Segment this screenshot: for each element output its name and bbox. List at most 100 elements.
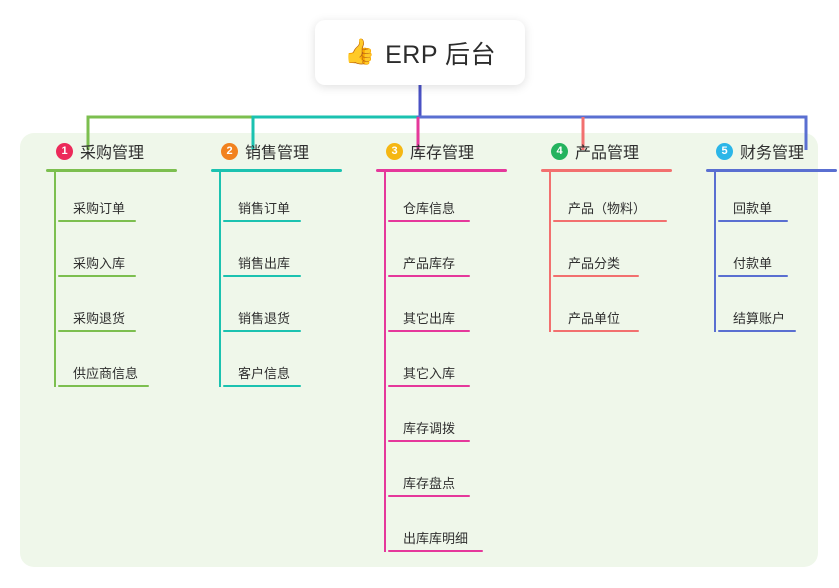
leaf-item-underline [388, 495, 470, 497]
leaf-item-label: 出库库明细 [403, 531, 469, 546]
branch-header-underline [46, 169, 177, 172]
leaf-item[interactable]: 供应商信息 [56, 337, 198, 392]
leaf-item-underline [388, 275, 470, 277]
branch-column-5: 5 财务管理回款单付款单结算账户 [698, 133, 839, 337]
leaf-item[interactable]: 产品分类 [551, 227, 693, 282]
branch-title: 财务管理 [740, 145, 805, 162]
branch-number-badge: 3 [386, 142, 403, 160]
branch-column-2: 2 销售管理销售订单销售出库销售退货客户信息 [203, 133, 363, 392]
branch-header-underline [541, 169, 672, 172]
leaf-item-label: 产品分类 [568, 256, 621, 271]
leaf-item[interactable]: 库存调拨 [386, 392, 528, 447]
branch-header-underline [211, 169, 342, 172]
leaf-item-underline [58, 385, 149, 387]
leaf-item-label: 库存盘点 [403, 476, 456, 491]
leaf-item-underline [223, 385, 301, 387]
leaf-item-label: 仓库信息 [403, 201, 456, 216]
branch-leaf-list: 采购订单采购入库采购退货供应商信息 [54, 172, 198, 392]
leaf-item-underline [223, 330, 301, 332]
leaf-item-label: 产品单位 [568, 311, 621, 326]
branch-spine [384, 172, 386, 552]
thumbs-up-icon: 👍 [343, 38, 376, 66]
leaf-item-label: 其它出库 [403, 311, 456, 326]
leaf-item-label: 销售出库 [238, 256, 291, 271]
leaf-item[interactable]: 销售出库 [221, 227, 363, 282]
leaf-item-label: 产品（物料） [568, 201, 647, 216]
leaf-item[interactable]: 付款单 [716, 227, 839, 282]
leaf-item[interactable]: 采购入库 [56, 227, 198, 282]
leaf-item[interactable]: 回款单 [716, 172, 839, 227]
branch-header-underline [376, 169, 507, 172]
leaf-item[interactable]: 其它出库 [386, 282, 528, 337]
leaf-item[interactable]: 产品库存 [386, 227, 528, 282]
leaf-item-underline [553, 330, 639, 332]
leaf-item[interactable]: 出库库明细 [386, 502, 528, 557]
leaf-item-underline [388, 385, 470, 387]
branch-leaf-list: 销售订单销售出库销售退货客户信息 [219, 172, 363, 392]
branch-number-badge: 1 [56, 142, 73, 160]
leaf-item[interactable]: 产品单位 [551, 282, 693, 337]
leaf-item-underline [58, 330, 136, 332]
branch-number-badge: 5 [716, 142, 733, 160]
leaf-item[interactable]: 客户信息 [221, 337, 363, 392]
branch-header-1[interactable]: 1 采购管理 [38, 133, 198, 169]
leaf-item-label: 采购订单 [73, 201, 126, 216]
leaf-item-label: 付款单 [733, 256, 773, 271]
branch-leaf-list: 仓库信息产品库存其它出库其它入库库存调拨库存盘点出库库明细 [384, 172, 528, 557]
branch-header-4[interactable]: 4 产品管理 [533, 133, 693, 169]
leaf-item-underline [58, 220, 136, 222]
leaf-item[interactable]: 库存盘点 [386, 447, 528, 502]
branch-number-badge: 4 [551, 142, 568, 160]
diagram-background-panel [20, 133, 818, 567]
leaf-item-underline [388, 330, 470, 332]
leaf-item-underline [388, 220, 470, 222]
leaf-item[interactable]: 销售退货 [221, 282, 363, 337]
branch-header-3[interactable]: 3 库存管理 [368, 133, 528, 169]
branch-leaf-list: 回款单付款单结算账户 [714, 172, 839, 337]
leaf-item[interactable]: 结算账户 [716, 282, 839, 337]
leaf-item-underline [553, 220, 667, 222]
leaf-item[interactable]: 采购订单 [56, 172, 198, 227]
leaf-item-label: 回款单 [733, 201, 773, 216]
branch-spine [219, 172, 221, 387]
branch-spine [714, 172, 716, 332]
branch-column-3: 3 库存管理仓库信息产品库存其它出库其它入库库存调拨库存盘点出库库明细 [368, 133, 528, 557]
branch-header-2[interactable]: 2 销售管理 [203, 133, 363, 169]
leaf-item-label: 销售订单 [238, 201, 291, 216]
leaf-item-underline [718, 330, 796, 332]
leaf-item-underline [388, 550, 483, 552]
leaf-item-underline [223, 220, 301, 222]
branch-title: 产品管理 [575, 145, 640, 162]
root-node[interactable]: 👍 ERP 后台 [315, 20, 525, 85]
leaf-item-underline [223, 275, 301, 277]
leaf-item-label: 供应商信息 [73, 366, 139, 381]
branch-number-badge: 2 [221, 142, 238, 160]
branch-header-5[interactable]: 5 财务管理 [698, 133, 839, 169]
branch-title: 库存管理 [410, 145, 475, 162]
branch-columns: 1 采购管理采购订单采购入库采购退货供应商信息 2 销售管理销售订单销售出库销售退货客… [20, 133, 837, 567]
leaf-item-label: 采购入库 [73, 256, 126, 271]
branch-column-4: 4 产品管理产品（物料） 产品分类产品单位 [533, 133, 693, 337]
branch-leaf-list: 产品（物料） 产品分类产品单位 [549, 172, 693, 337]
leaf-item[interactable]: 其它入库 [386, 337, 528, 392]
leaf-item[interactable]: 采购退货 [56, 282, 198, 337]
branch-title: 采购管理 [80, 145, 145, 162]
leaf-item-label: 库存调拨 [403, 421, 456, 436]
branch-spine [54, 172, 56, 387]
leaf-item-underline [58, 275, 136, 277]
leaf-item-label: 其它入库 [403, 366, 456, 381]
leaf-item[interactable]: 产品（物料） [551, 172, 693, 227]
leaf-item-label: 销售退货 [238, 311, 291, 326]
branch-header-underline [706, 169, 837, 172]
branch-title: 销售管理 [245, 145, 310, 162]
branch-spine [549, 172, 551, 332]
leaf-item[interactable]: 仓库信息 [386, 172, 528, 227]
leaf-item-underline [718, 220, 788, 222]
leaf-item-label: 客户信息 [238, 366, 291, 381]
leaf-item-underline [553, 275, 639, 277]
leaf-item-underline [718, 275, 788, 277]
leaf-item[interactable]: 销售订单 [221, 172, 363, 227]
leaf-item-label: 产品库存 [403, 256, 456, 271]
branch-column-1: 1 采购管理采购订单采购入库采购退货供应商信息 [38, 133, 198, 392]
